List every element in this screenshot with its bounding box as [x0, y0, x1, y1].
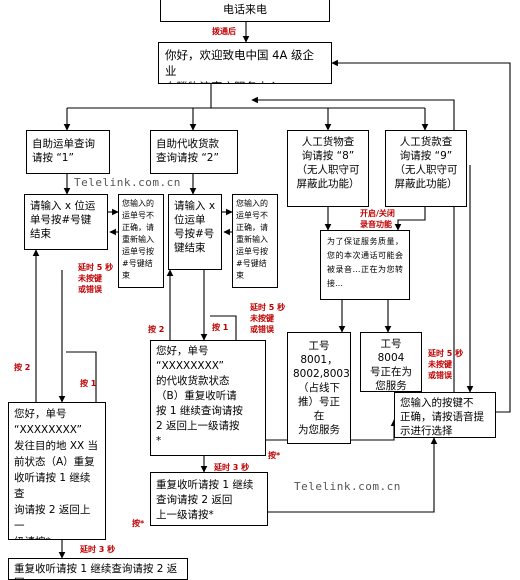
label-connected: 拨通后	[212, 27, 236, 36]
label-press-star-mid: 按*	[268, 451, 281, 460]
error-waybill-1-node: 您输入的 运单号不 正确，请 重新输入 运单号按 #号键结束	[118, 194, 164, 288]
edge-menu9-to-recording	[394, 207, 426, 231]
label-press-2-mid: 按 2	[148, 325, 165, 334]
watermark-top: Telelink.com.cn	[74, 176, 181, 189]
label-timeout-3s-mid: 延时 3 秒	[214, 463, 250, 472]
welcome-node: 你好，欢迎致电中国 4A 级企业 奔腾物流客户服务中心	[158, 42, 332, 84]
label-press-1-mid: 按 1	[212, 323, 229, 332]
label-timeout-3: 延时 5 秒 未按键 或错误	[428, 349, 464, 380]
invalid-key-node: 您输入的按键不 正确，请按语音提 示进行选择	[394, 392, 496, 438]
input-waybill-1-node: 请输入 x 位运 单号按#号键 结束	[24, 194, 108, 250]
label-timeout-2: 延时 5 秒 未按键 或错误	[250, 303, 286, 334]
label-timeout-3s-bottom: 延时 3 秒	[80, 545, 116, 554]
edge-invalid-to-welcome	[251, 96, 455, 392]
agent-b-node: 工号 8004 号正在为 您服务	[360, 332, 422, 392]
menu-2-node: 自助代收货款 查询请按 “2”	[150, 130, 238, 174]
agent-a-node: 工号 8001， 8002,8003 （占线下 推）号正在 为您服务	[287, 332, 351, 444]
edge-status1-press1	[66, 351, 97, 402]
incoming-call-node: 电话来电	[160, 0, 330, 22]
cod-status-node: 您好，单号 “XXXXXXXX” 的代收货款状态 （B）重复收听请 按 1 继续…	[150, 340, 266, 456]
edge-star-repeat	[268, 437, 438, 513]
label-record-toggle: 开启/关闭 录音功能	[360, 209, 395, 229]
menu-1-node: 自助运单查询 请按 “1”	[26, 130, 110, 174]
error-waybill-2-node: 您输入的 运单号不 正确，请 重新输入 运单号按 #号键结束	[232, 194, 278, 288]
edge-invalid-loop-right	[331, 59, 511, 413]
input-waybill-2-node: 请输入 x 位运单 号按#号 键结束	[168, 194, 222, 270]
edge-status2-press1	[210, 315, 237, 340]
menu-8-node: 人工货物查 询请按 “8” （无人职守可 屏蔽此功能）	[287, 130, 369, 207]
menu-9-node: 人工货款查 询请按 “9” （无人职守可 屏蔽此功能）	[385, 130, 467, 207]
waybill-status-node: 您好，单号 “XXXXXXXX” 发往目的地 XX 当 前状态（A）重复 收听请…	[8, 402, 106, 540]
label-press-star-bottom: 按*	[132, 519, 145, 528]
label-press-2-left: 按 2	[14, 363, 31, 372]
repeat-options-mid-node: 重复收听请按 1 继续查询请按 2 返回 上一级请按*	[150, 472, 268, 526]
watermark-bottom: Telelink.com.cn	[294, 480, 401, 493]
recording-notice-node: 为了保证服务质量，您的本次通话可能会被录音…正在为您转接…	[320, 230, 410, 300]
label-timeout-1: 延时 5 秒 未按键 或错误	[78, 263, 114, 294]
label-press-1-left: 按 1	[80, 379, 97, 388]
